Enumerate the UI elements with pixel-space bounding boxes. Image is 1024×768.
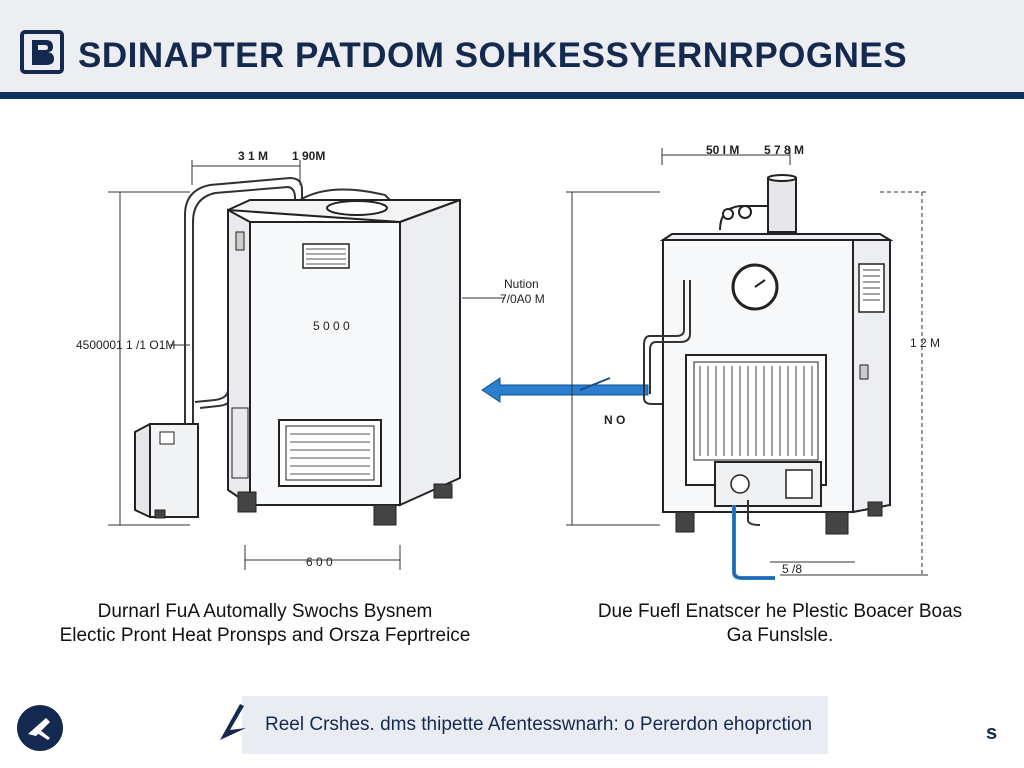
left-dim-bottom: 6 0 0: [306, 555, 333, 569]
left-dim-top-a: 3 1 M: [238, 149, 268, 163]
right-unit-cabinet: [659, 174, 894, 535]
left-unit-vent-lines: [290, 248, 370, 475]
left-panel-label: 5 0 0 0: [313, 319, 350, 333]
system-diagram: 3 1 M 1 90M 4500001 1 /1 O1M 6 0 0: [76, 143, 940, 580]
middle-label-line1: Nution: [504, 277, 539, 291]
right-dimension-lines: [566, 148, 928, 576]
page-title: SDINAPTER PATDOM SOHKESSYERNRPOGNES: [78, 36, 908, 75]
right-caption-line2: Ga Funslsle.: [726, 625, 834, 646]
header-divider: [0, 92, 1024, 99]
right-dim-top-a: 50 I M: [706, 143, 739, 157]
corner-mark: s: [986, 722, 998, 744]
right-unit-caption: Due Fuefl Enatscer he Plestic Boacer Boa…: [560, 600, 1000, 648]
right-dim-bottom: 5 /8: [782, 562, 802, 576]
transfer-arrow-icon: [481, 377, 649, 403]
left-caption-line1: Durnarl FuA Automally Swochs Bysnem: [97, 601, 433, 622]
right-caption-line1: Due Fuefl Enatscer he Plestic Boacer Boa…: [597, 601, 963, 622]
right-unit-pipes: [643, 280, 775, 580]
middle-annotation: Nution 7/0A0 M N O: [462, 277, 649, 427]
right-unit-vent-lines: [699, 269, 880, 456]
pen-arrow-icon: [220, 704, 246, 740]
right-dim-height: 1 2 M: [910, 336, 940, 350]
left-dimension-lines: [108, 160, 401, 570]
left-dim-top-b: 1 90M: [292, 149, 325, 163]
footer-banner: [242, 696, 828, 754]
footer-text: Reel Crshes. dms thipette Afentesswnarh:…: [265, 714, 813, 735]
brand-logo-icon: [20, 30, 64, 74]
arrow-label: N O: [604, 413, 625, 427]
left-unit-cabinet: [227, 198, 461, 526]
left-dim-height: 4500001 1 /1 O1M: [76, 338, 175, 352]
middle-label-line2: 7/0A0 M: [500, 292, 545, 306]
left-control-box: [134, 423, 199, 519]
header-bar: [0, 0, 1024, 92]
left-unit-caption: Durnarl FuA Automally Swochs Bysnem Elec…: [40, 600, 490, 648]
right-dim-top-b: 5 7 8 M: [764, 143, 804, 157]
plane-badge-icon: [17, 705, 63, 751]
left-caption-line2: Electic Pront Heat Pronsps and Orsza Fep…: [59, 625, 471, 646]
